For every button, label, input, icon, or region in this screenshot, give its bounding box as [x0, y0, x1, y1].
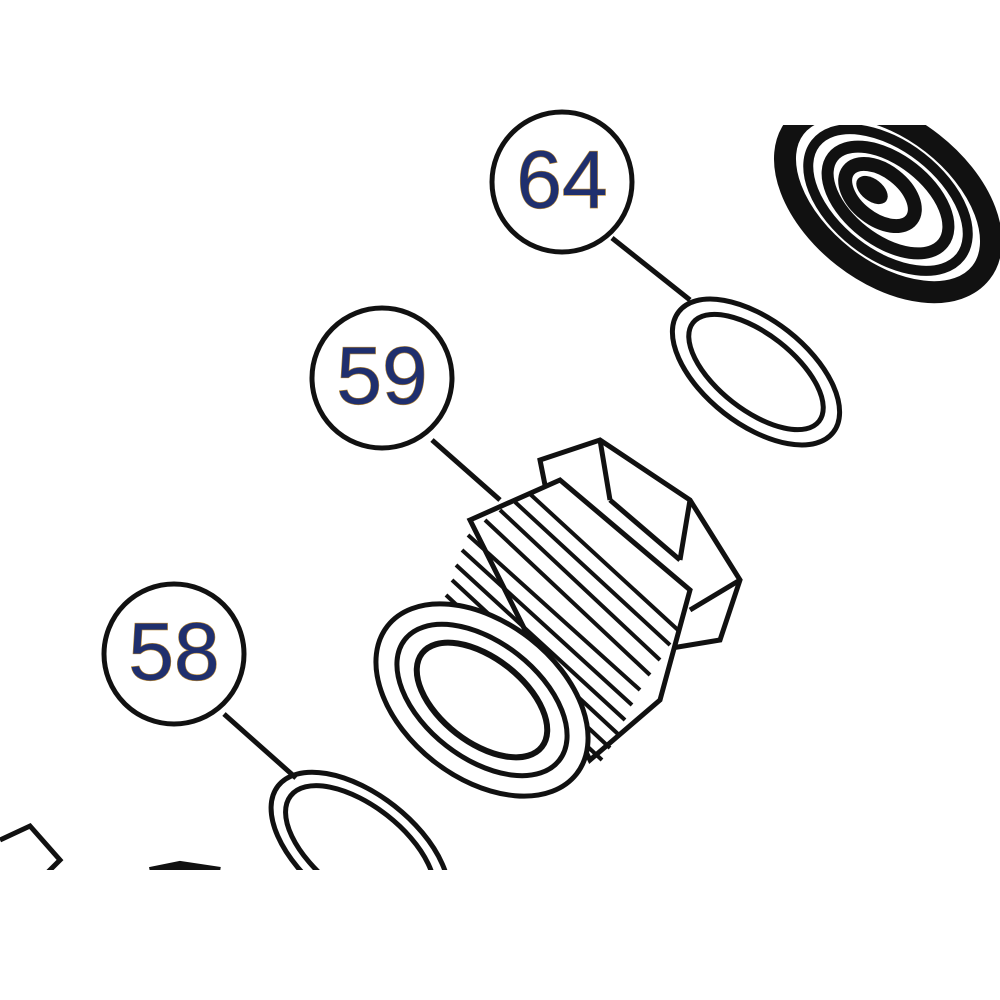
o-ring-64 — [669, 296, 843, 448]
o-ring-58 — [268, 769, 452, 870]
leader-line-64 — [610, 236, 692, 302]
callout-circle-59 — [309, 305, 455, 451]
callout-label-64: 64 — [516, 135, 607, 226]
callout-circle-58 — [101, 581, 247, 727]
leader-line-58 — [222, 712, 298, 780]
partial-ring-part-top-right — [773, 125, 1000, 304]
callout-59: 59 — [309, 305, 502, 502]
partial-part-bottom-left — [0, 822, 221, 870]
callout-64: 64 — [489, 109, 692, 302]
leader-line-59 — [430, 438, 502, 502]
callout-label-59: 59 — [336, 331, 427, 422]
bottom-margin — [0, 872, 1000, 1000]
callout-label-58: 58 — [128, 607, 219, 698]
threaded-fitting-59 — [373, 437, 743, 799]
callout-58: 58 — [101, 581, 298, 780]
callout-circle-64 — [489, 109, 635, 255]
